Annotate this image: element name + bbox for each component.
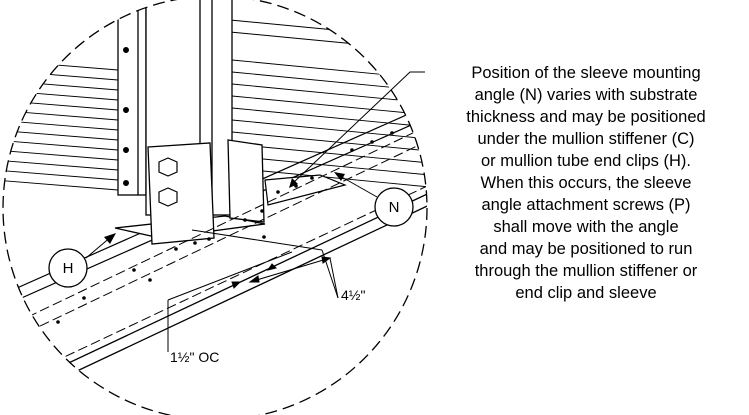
detail-boundary-circle xyxy=(2,0,428,415)
dimension-spacing-label: 4½" xyxy=(341,287,365,303)
callout-n-bubble xyxy=(374,187,414,227)
note-text-block: Position of the sleeve mounting angle (N… xyxy=(466,64,705,302)
dimension-spacing xyxy=(191,229,339,299)
callout-h-bubble xyxy=(48,248,88,288)
note-line: angle attachment screws (P) xyxy=(481,196,690,214)
note-line: thickness and may be positioned xyxy=(466,108,705,126)
frame-line xyxy=(229,19,427,41)
note-line: or mullion tube end clips (H). xyxy=(481,152,691,170)
sleeve-mounting-angle xyxy=(264,174,347,206)
clip-bolts xyxy=(158,157,178,207)
corrugated-panel xyxy=(3,4,119,191)
dimension-oc-label: 1½" OC xyxy=(170,349,219,365)
dashed-substrate xyxy=(3,119,427,393)
mullion-fasteners xyxy=(123,47,129,186)
note-line: When this occurs, the sleeve xyxy=(481,174,692,192)
note-line: end clip and sleeve xyxy=(515,284,656,302)
note-leader xyxy=(291,71,425,185)
sill-edge xyxy=(3,199,427,413)
dimension-oc xyxy=(167,251,293,352)
note-line: under the mullion stiffener (C) xyxy=(477,130,694,148)
callout-n: N xyxy=(334,172,414,227)
note-line: angle (N) varies with substrate xyxy=(475,86,698,104)
callout-h: H xyxy=(48,233,116,288)
callout-h-label: H xyxy=(63,260,74,277)
detail-contents xyxy=(3,0,427,413)
note-line: shall move with the angle xyxy=(493,218,678,236)
note-line: Position of the sleeve mounting xyxy=(471,64,700,82)
note-line: through the mullion stiffener or xyxy=(475,262,698,280)
frame-line xyxy=(229,31,427,53)
note-line: and may be positioned to run xyxy=(480,240,693,258)
callout-n-label: N xyxy=(389,199,400,216)
